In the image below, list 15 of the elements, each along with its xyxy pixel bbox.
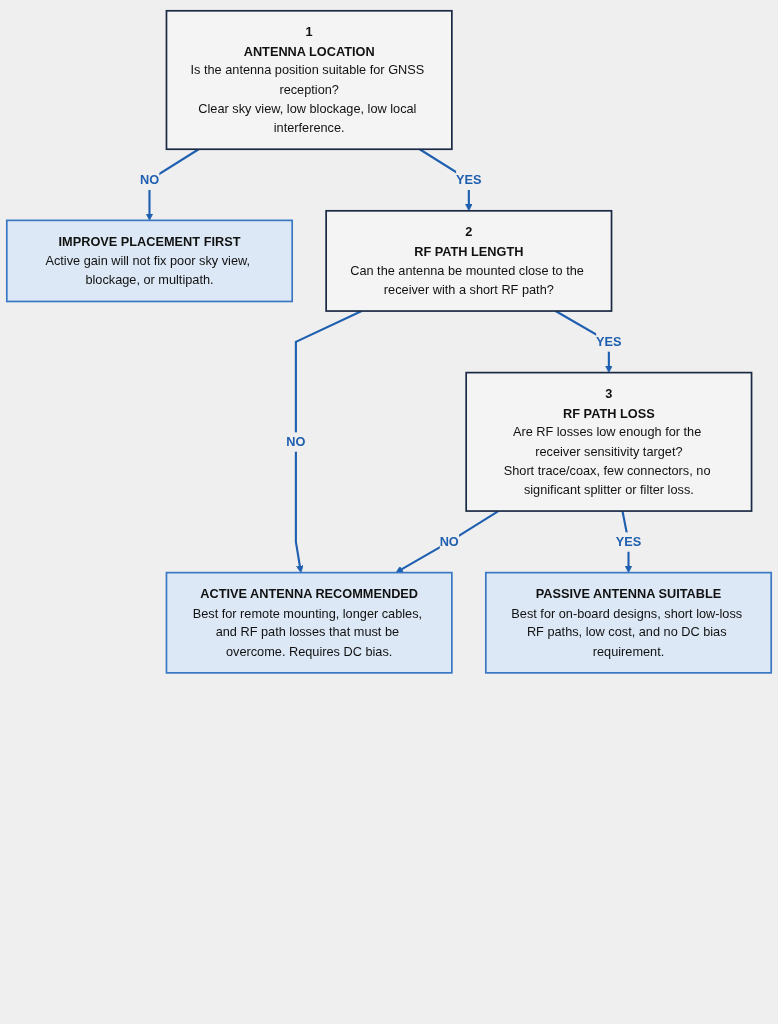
node-box: 2 RF PATH LENGTH Can the antenna be mounted close to the receiver with a short RF path? — [325, 209, 613, 312]
edge-label: YES — [596, 333, 622, 349]
edge-label: NO — [139, 172, 160, 187]
arrow — [395, 510, 499, 573]
arrow — [145, 148, 200, 221]
node-box: IMPROVE PLACEMENT FIRST Active gain will not fix poor sky view, blockage, or multipath. — [5, 219, 294, 303]
node-box: 1 ANTENNA LOCATION Is the antenna position suitable for GNSS reception? Clear sky view, low blockage, low local interference. — [165, 9, 453, 151]
edge-label: NO — [439, 533, 459, 549]
edge-label: YES — [615, 533, 642, 549]
node-box: PASSIVE ANTENNA SUITABLE Best for on-board designs, short low-loss RF paths, low cost, and no DC bias requirement. — [484, 571, 773, 674]
arrow — [294, 310, 363, 573]
node-box: 3 RF PATH LOSS Are RF losses low enough for the receiver sensitivity target? Short trace/coax, few connectors, no significant splitter or filter loss. — [465, 371, 753, 512]
node-box: ACTIVE ANTENNA RECOMMENDED Best for remote mounting, longer cables, and RF path losses that must be overcome. Requires DC bias. — [165, 571, 453, 674]
edge-label: YES — [456, 172, 482, 187]
edge-label: NO — [286, 433, 306, 449]
